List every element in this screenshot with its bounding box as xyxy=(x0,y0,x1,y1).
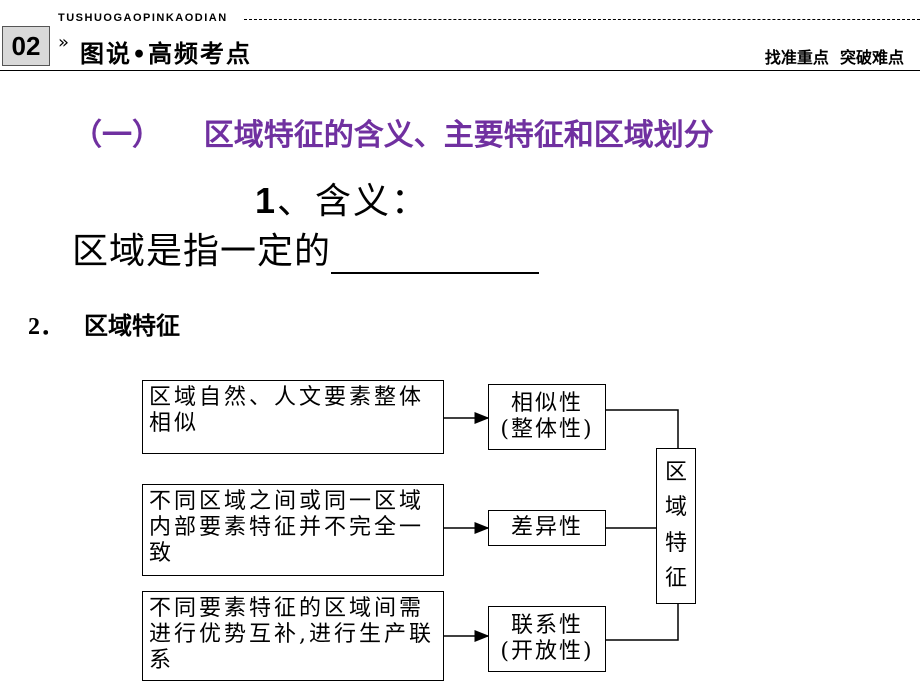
header-slogan: 找准重点 突破难点 xyxy=(764,48,904,67)
mid-box-difference: 差异性 xyxy=(488,510,606,546)
definition-text: 区域是指一定的 xyxy=(72,231,332,272)
left-box-difference-cause: 不同区域之间或同一区域内部要素特征并不完全一致 xyxy=(142,484,444,576)
region-char: 征 xyxy=(664,566,687,592)
left-box-connection-cause: 不同要素特征的区域间需进行优势互补,进行生产联系 xyxy=(142,591,444,681)
connection-label: 联系性 xyxy=(510,613,583,638)
connection-sublabel: (开放性) xyxy=(500,639,594,664)
header-title-dot: • xyxy=(132,42,149,68)
region-char: 特 xyxy=(664,530,687,556)
header-title: 图说•高频考点 xyxy=(80,34,252,69)
mid-box-similarity: 相似性 (整体性) xyxy=(488,384,606,450)
header-title-part2: 高频考点 xyxy=(148,39,253,68)
definition-line: 区域是指一定的 xyxy=(72,222,540,274)
meaning-heading: 1、含义： xyxy=(255,172,429,224)
header-dashed-divider xyxy=(244,19,920,20)
section-heading: （一） 区域特征的含义、主要特征和区域划分 xyxy=(72,118,714,153)
section-number-badge: 02 xyxy=(2,26,50,66)
header-rule xyxy=(0,70,920,71)
region-features-box: 区 域 特 征 xyxy=(656,448,696,604)
left-box-similarity-cause: 区域自然、人文要素整体相似 xyxy=(142,380,444,454)
difference-label: 差异性 xyxy=(510,515,583,540)
similarity-sublabel: (整体性) xyxy=(500,417,594,442)
feature-number: 2． xyxy=(28,314,64,340)
fill-in-blank[interactable] xyxy=(331,236,540,274)
header-pinyin: TUSHUOGAOPINKAODIAN xyxy=(58,12,228,24)
feature-text: 区域特征 xyxy=(84,312,180,340)
region-char: 区 xyxy=(664,459,687,485)
meaning-number: 1 xyxy=(255,180,278,221)
mid-box-connection: 联系性 (开放性) xyxy=(488,606,606,672)
header-title-part1: 图说 xyxy=(80,39,132,68)
meaning-text: 、含义： xyxy=(277,181,430,222)
region-char: 域 xyxy=(664,495,687,521)
chevron-right-icon: » xyxy=(58,32,70,53)
similarity-label: 相似性 xyxy=(510,391,583,416)
connector-bottom xyxy=(606,604,679,641)
connector-top xyxy=(606,409,679,448)
feature-heading: 2． 区域特征 xyxy=(28,306,180,341)
